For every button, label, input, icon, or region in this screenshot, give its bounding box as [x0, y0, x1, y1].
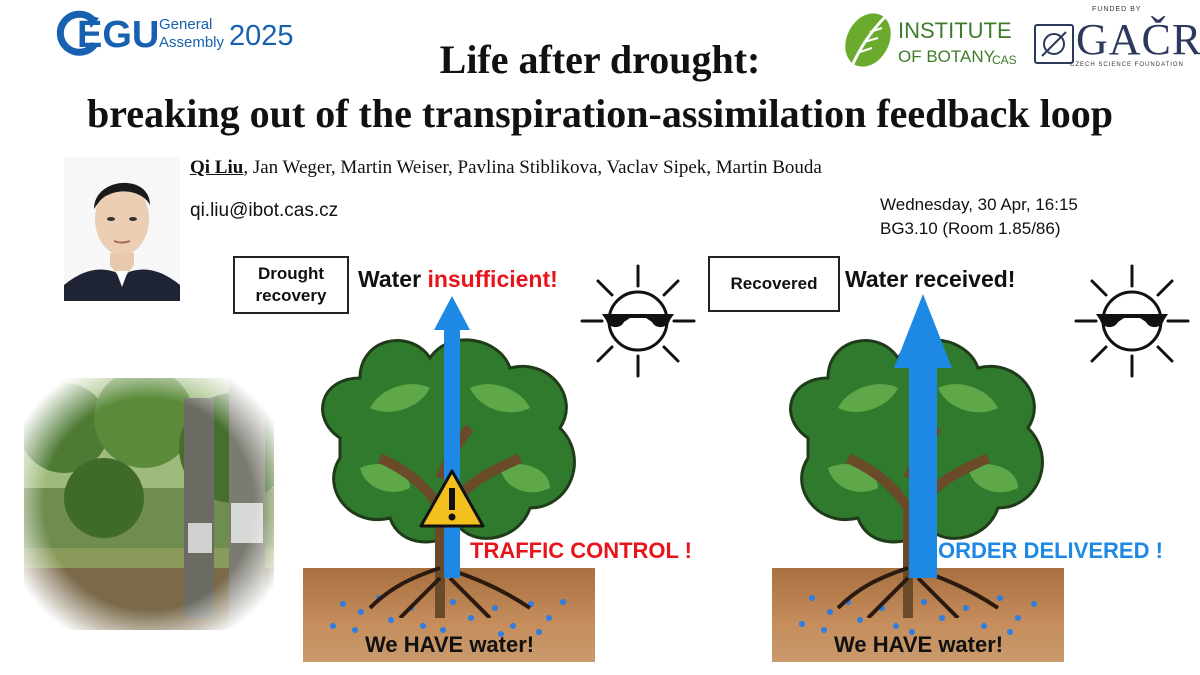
gacr-funded-by: FUNDED BY	[1092, 6, 1142, 13]
co-authors: , Jan Weger, Martin Weiser, Pavlina Stib…	[243, 157, 822, 178]
left-callout: TRAFFIC CONTROL !	[470, 538, 693, 563]
egu-logo: EGU General Assembly 2025	[55, 8, 294, 60]
gacr-logo: FUNDED BY GAČR CZECH SCIENCE FOUNDATION	[1030, 4, 1200, 72]
field-photo	[24, 378, 274, 630]
recovered-label: Recovered	[730, 274, 818, 293]
session-room: BG3.10 (Room 1.85/86)	[880, 219, 1061, 238]
left-water-dots	[330, 595, 566, 637]
right-soil	[772, 568, 1064, 662]
left-headline-prefix: Water	[358, 266, 428, 292]
right-water-arrow	[894, 294, 952, 578]
author-photo	[64, 157, 180, 301]
left-soil	[303, 568, 595, 662]
drought-recovery-box: Drought recovery	[233, 256, 349, 314]
left-water-arrow	[434, 296, 470, 578]
author-email[interactable]: qi.liu@ibot.cas.cz	[190, 200, 339, 221]
session-time: Wednesday, 30 Apr, 16:15	[880, 195, 1078, 214]
ibot-logo: INSTITUTE OF BOTANY CAS	[842, 8, 1024, 74]
sun-sunglasses-icon	[580, 264, 696, 378]
left-headline: Water insufficient!	[358, 266, 558, 293]
recovered-box: Recovered	[708, 256, 840, 312]
gacr-emblem-icon	[1034, 24, 1074, 64]
egu-swirl-icon	[56, 10, 99, 56]
egu-year: 2025	[229, 20, 294, 52]
ibot-line2: OF BOTANY	[898, 47, 995, 66]
egu-general: General	[159, 16, 213, 33]
gacr-name: GAČR	[1076, 15, 1200, 64]
egu-letters: EGU	[77, 14, 160, 56]
left-soil-text: We HAVE water!	[365, 632, 535, 657]
title-line-2: breaking out of the transpiration-assimi…	[87, 91, 1113, 136]
right-soil-text: We HAVE water!	[834, 632, 1004, 657]
title-line-1: Life after drought:	[439, 37, 761, 82]
left-headline-highlight: insufficient!	[427, 266, 558, 292]
drought-recovery-line2: recovery	[255, 286, 327, 305]
right-callout: ORDER DELIVERED !	[938, 538, 1163, 563]
right-water-dots	[799, 595, 1037, 635]
right-headline: Water received!	[845, 266, 1016, 292]
egu-assembly: Assembly	[159, 34, 225, 51]
ibot-suffix: CAS	[992, 53, 1017, 67]
drought-recovery-line1: Drought	[257, 264, 325, 283]
author-list: Qi Liu, Jan Weger, Martin Weiser, Pavlin…	[190, 157, 822, 179]
sun-sunglasses-icon	[1074, 264, 1190, 378]
leaf-icon	[845, 13, 891, 67]
ibot-line1: INSTITUTE	[898, 18, 1012, 43]
warning-sign-icon	[419, 469, 485, 528]
session-info: Wednesday, 30 Apr, 16:15 BG3.10 (Room 1.…	[880, 193, 1078, 241]
presenting-author: Qi Liu	[190, 157, 244, 178]
gacr-foundation: CZECH SCIENCE FOUNDATION	[1070, 62, 1184, 68]
